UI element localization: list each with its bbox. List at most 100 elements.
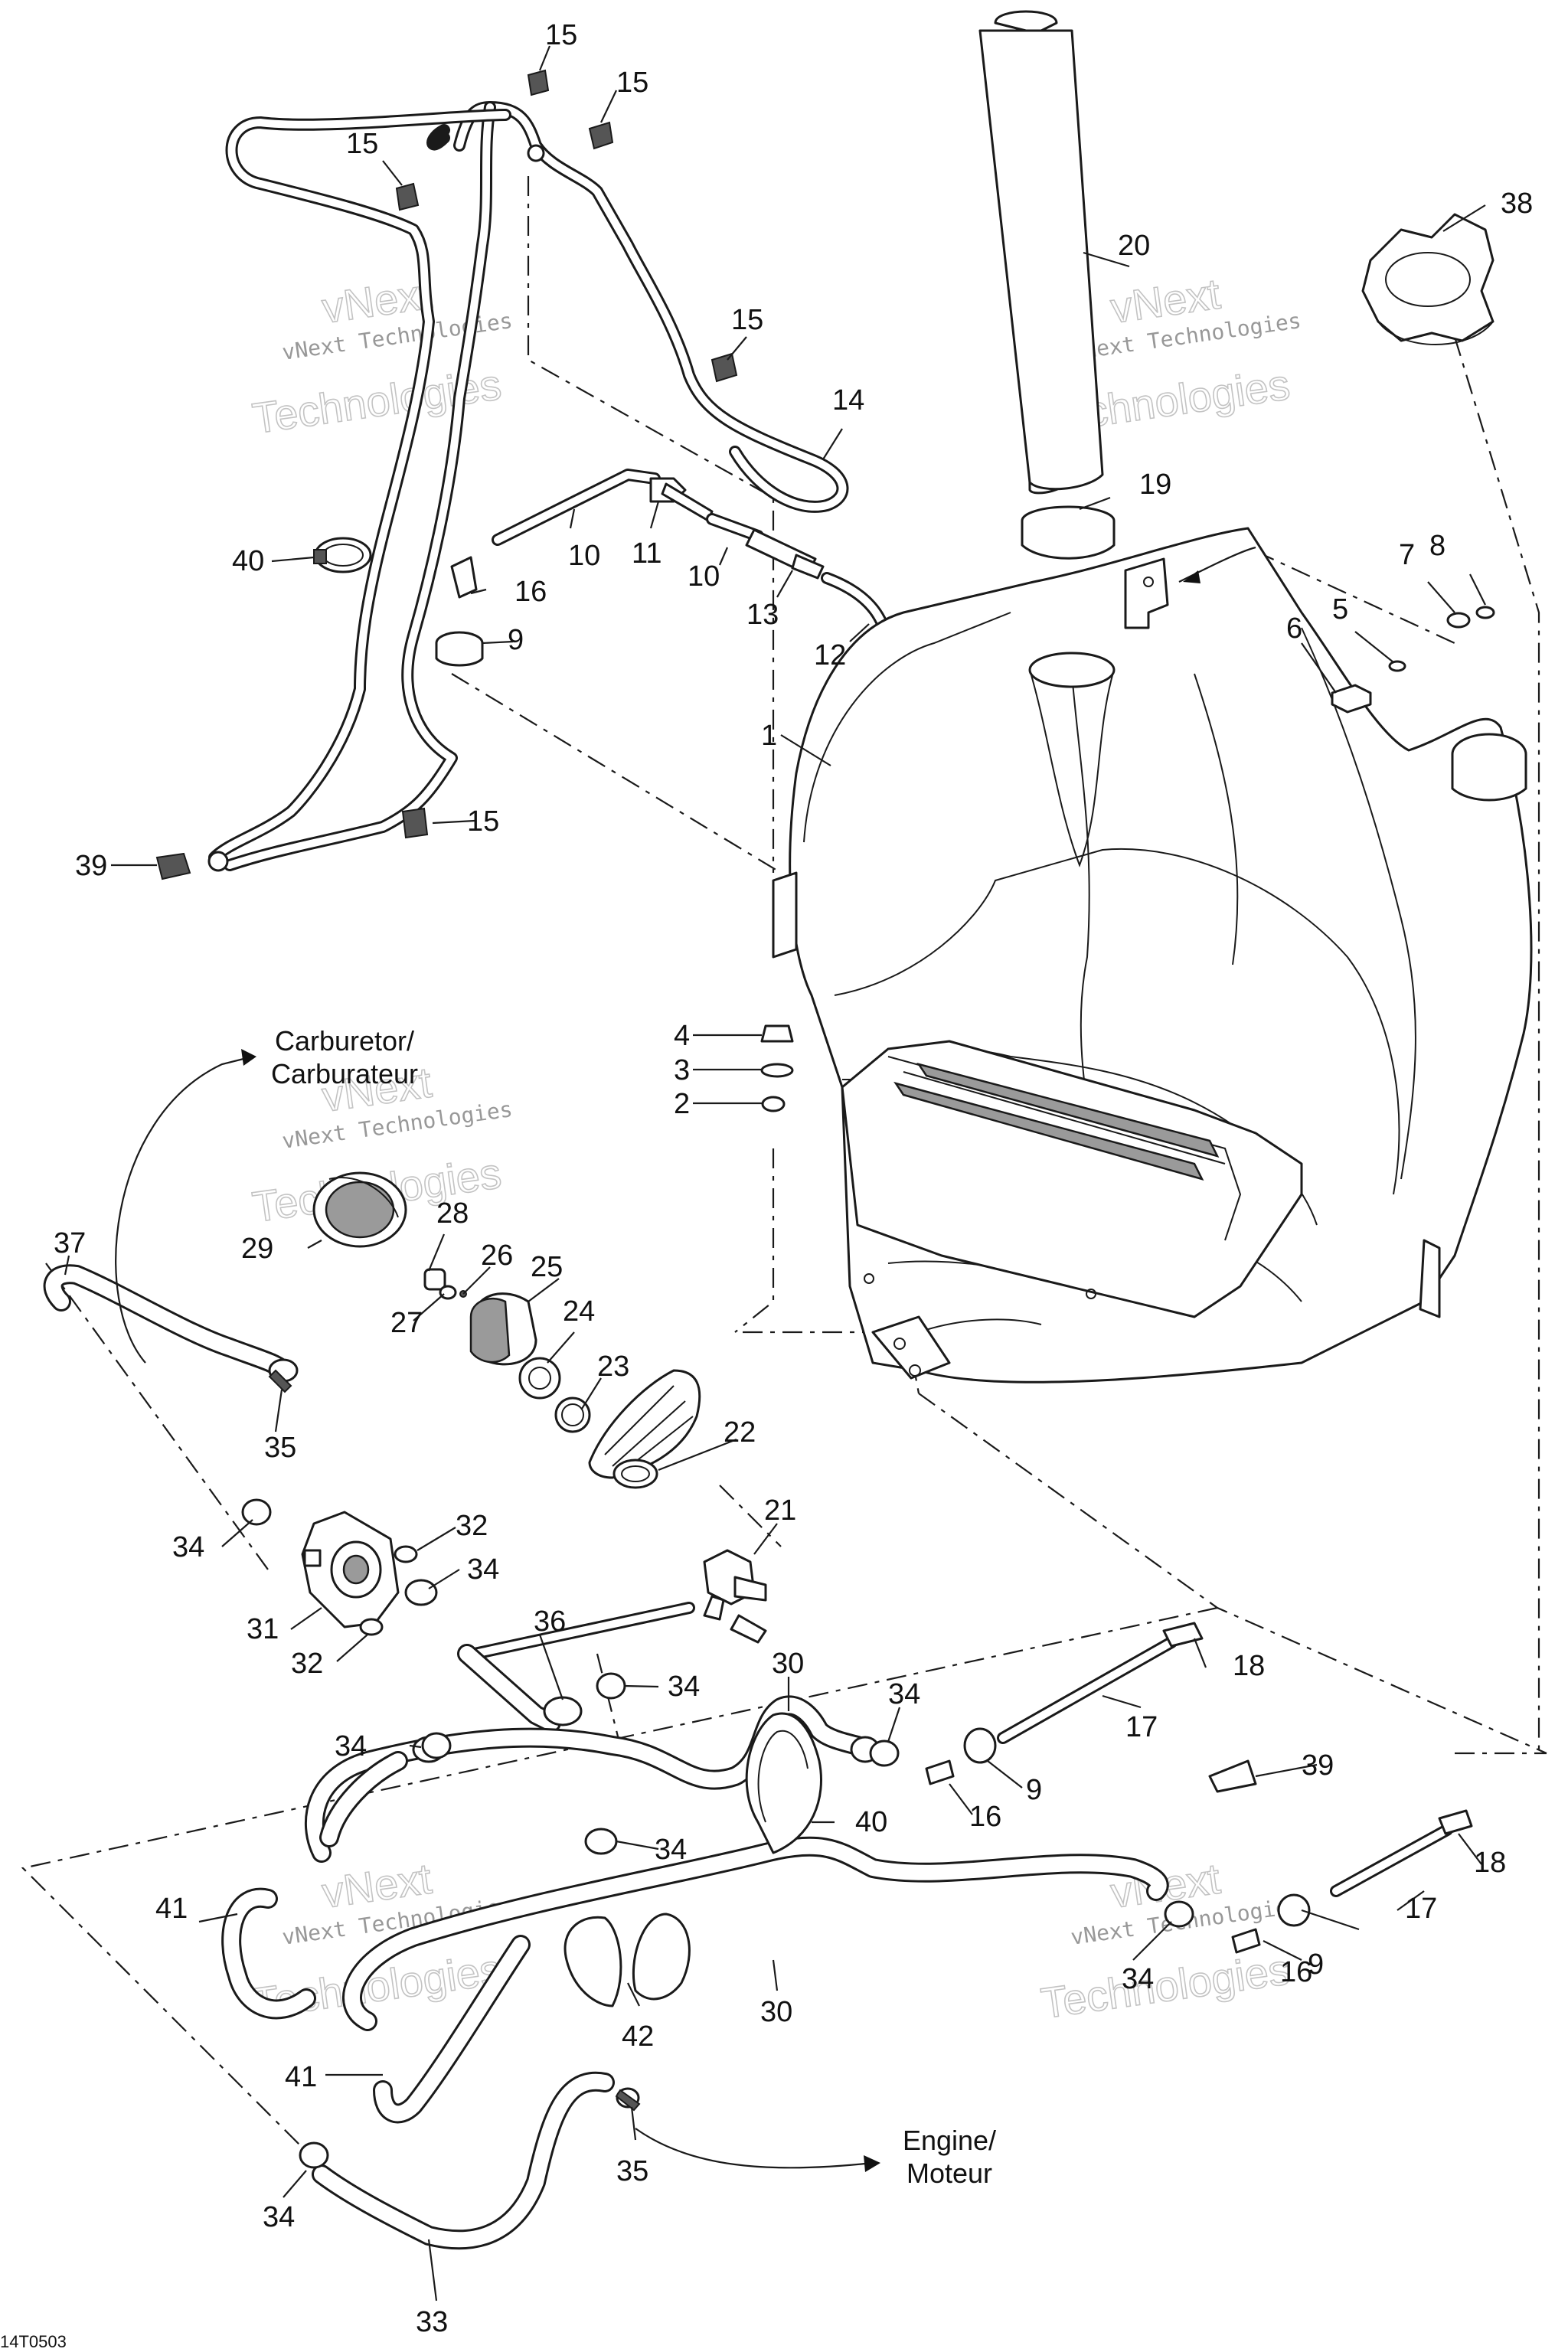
callout-12: 12 (814, 639, 846, 671)
callout-34: 34 (335, 1730, 367, 1762)
vent-hose-end-icon (527, 144, 545, 162)
callout-15: 15 (467, 805, 499, 838)
callout-34: 34 (655, 1834, 687, 1866)
vent-hose-end-icon (207, 851, 229, 872)
hose-clamp-40-top (313, 537, 372, 573)
hose-clip-icon (401, 807, 429, 839)
nut (1475, 606, 1495, 619)
tank-outlet-tubes (925, 1622, 1473, 1954)
filler-neck (978, 10, 1116, 560)
screw (394, 1545, 418, 1563)
hose-clips (395, 69, 738, 839)
callout-25: 25 (531, 1251, 563, 1283)
callout-23: 23 (597, 1351, 629, 1383)
callout-35: 35 (264, 1432, 296, 1464)
alignment-lines (21, 176, 1547, 2160)
callout-6: 6 (1286, 612, 1302, 645)
callout-24: 24 (563, 1295, 595, 1328)
callout-41: 41 (155, 1893, 188, 1925)
callout-29: 29 (241, 1233, 273, 1265)
fuel-hoses (221, 1695, 1169, 2250)
callout-11: 11 (632, 537, 662, 570)
callout-20: 20 (1118, 230, 1150, 262)
washer (1388, 660, 1406, 672)
callout-30: 30 (760, 1996, 792, 2028)
hose-clip-icon (395, 182, 420, 211)
fuel-tank (772, 527, 1533, 1383)
callout-27: 27 (390, 1307, 423, 1339)
fuel-pump-assembly (312, 1171, 767, 1644)
tank-mount-hardware (760, 1024, 794, 1112)
callout-17: 17 (1405, 1893, 1437, 1925)
svg-text:Engine/: Engine/ (903, 2125, 996, 2156)
callout-32: 32 (456, 1510, 488, 1542)
clip-39-bottom (1208, 1759, 1257, 1793)
callout-labels: 15 15 15 15 15 14 20 38 19 40 16 9 10 11… (54, 19, 1533, 2338)
hose-clamp-icon (268, 1369, 292, 1393)
callout-15: 15 (731, 304, 763, 336)
callout-10: 10 (568, 540, 600, 572)
hose-clip-icon (527, 69, 550, 96)
callout-37: 37 (54, 1227, 86, 1259)
callout-40: 40 (855, 1806, 887, 1838)
callout-16: 16 (514, 576, 547, 608)
callout-5: 5 (1332, 593, 1348, 626)
callout-16: 16 (1280, 1956, 1312, 1988)
pump-hose (457, 1602, 695, 1733)
hose-clamps-42 (564, 1913, 691, 2007)
callout-34: 34 (1122, 1963, 1154, 1995)
callout-8: 8 (1429, 530, 1446, 562)
carb-hose (43, 1264, 299, 1393)
vent-hose-harness (207, 101, 849, 872)
callout-38: 38 (1501, 188, 1533, 220)
destination-arrows (115, 546, 1256, 2172)
callout-10: 10 (688, 560, 720, 593)
nut (760, 1024, 794, 1043)
callout-7: 7 (1399, 539, 1415, 571)
svg-text:Carburetor/: Carburetor/ (275, 1025, 414, 1057)
engine-label: Engine/ Moteur (903, 2125, 996, 2189)
callout-18: 18 (1233, 1650, 1265, 1682)
callout-22: 22 (724, 1416, 756, 1449)
bolt (1331, 684, 1372, 714)
callout-21: 21 (764, 1494, 796, 1527)
callout-32: 32 (291, 1648, 323, 1680)
elbow-fitting (450, 556, 478, 599)
hose-clamp-40-bottom (745, 1712, 822, 1854)
leader-lines (64, 45, 1486, 2301)
callout-28: 28 (436, 1197, 469, 1230)
callout-34: 34 (668, 1671, 700, 1703)
screw (359, 1618, 384, 1636)
svg-text:Technologies: Technologies (1038, 1945, 1292, 2027)
callout-4: 4 (674, 1020, 690, 1052)
hose-clip-icon (588, 121, 614, 150)
callout-15: 15 (545, 19, 577, 51)
arrow-head-icon (241, 1049, 256, 1066)
hose-clamp-icon (615, 2089, 641, 2112)
washer (760, 1063, 794, 1078)
callout-36: 36 (534, 1606, 566, 1638)
svg-text:Moteur: Moteur (906, 2158, 992, 2189)
callout-34: 34 (467, 1553, 499, 1586)
carburetor-label: Carburetor/ Carburateur (271, 1025, 418, 1089)
callout-26: 26 (481, 1240, 513, 1272)
callout-9: 9 (1026, 1774, 1042, 1806)
fuel-cap (1361, 213, 1494, 345)
callout-17: 17 (1125, 1711, 1158, 1743)
callout-9: 9 (1308, 1949, 1324, 1981)
callout-9: 9 (508, 624, 524, 656)
clip-39-top (155, 852, 191, 880)
svg-text:Carburateur: Carburateur (271, 1058, 418, 1089)
callout-34: 34 (172, 1531, 204, 1563)
callout-40: 40 (232, 545, 264, 577)
washer (1446, 612, 1471, 629)
callout-33: 33 (416, 2306, 448, 2338)
callout-39: 39 (1302, 1749, 1334, 1782)
callout-41: 41 (285, 2061, 317, 2093)
callout-42: 42 (622, 2020, 654, 2053)
callout-30: 30 (772, 1648, 804, 1680)
fuel-pump (241, 1498, 438, 1636)
hose-clip-icon (710, 352, 738, 383)
arrow-head-icon (864, 2155, 880, 2172)
